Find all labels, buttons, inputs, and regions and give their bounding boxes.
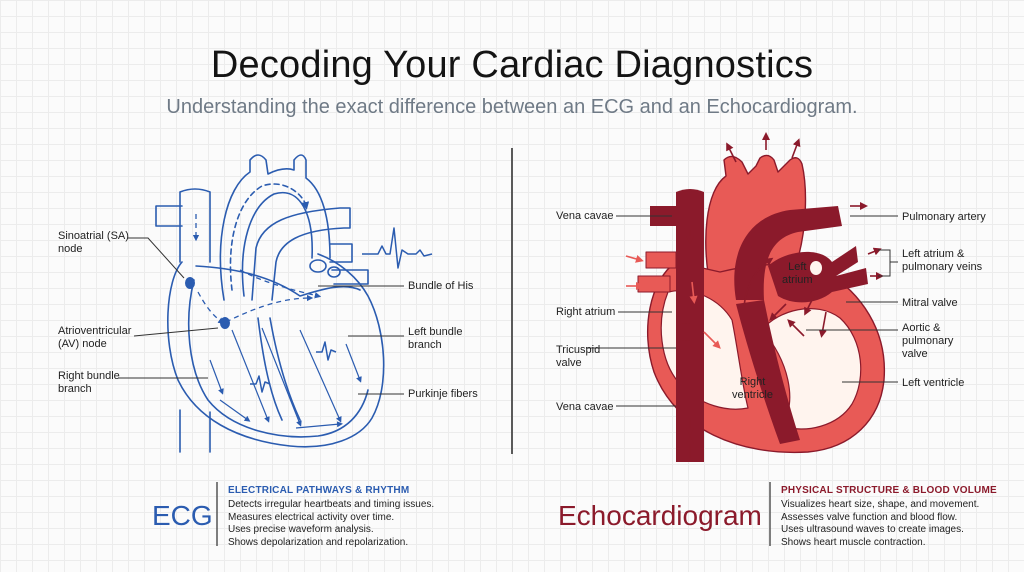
echo-footer-heading: PHYSICAL STRUCTURE & BLOOD VOLUME (781, 485, 997, 496)
center-divider (511, 148, 513, 454)
ecg-footer-points: Detects irregular heartbeats and timing … (228, 499, 434, 549)
ecg-footer-heading: ELECTRICAL PATHWAYS & RHYTHM (228, 485, 410, 496)
label-right-atrium: Right atrium (556, 306, 616, 318)
label-mitral-valve: Mitral valve (902, 297, 958, 309)
ecg-aortic-arch (219, 154, 331, 301)
label-left-atrium-pulmonary-veins: Left atrium &pulmonary veins (902, 248, 983, 273)
list-item: Visualizes heart size, shape, and moveme… (781, 499, 980, 510)
label-bundle-of-his: Bundle of His (408, 280, 474, 292)
ecg-aortic-arch-dashes (229, 183, 310, 291)
ecg-waveforms (250, 227, 433, 393)
label-purkinje-fibers: Purkinje fibers (408, 388, 478, 400)
echo-footer-points: Visualizes heart size, shape, and moveme… (781, 499, 979, 549)
ecg-atria (195, 265, 361, 297)
page-subtitle: Understanding the exact difference betwe… (166, 96, 858, 118)
echo-left-atrium-hole (810, 261, 822, 275)
label-pulmonary-artery: Pulmonary artery (902, 211, 986, 223)
echo-tricuspid-valve (676, 323, 696, 341)
ecg-waveform-outer (362, 227, 433, 269)
ecg-pulm-vein-b (327, 266, 341, 278)
echo-leader-lines (586, 215, 898, 407)
echo-name: Echocardiogram (558, 500, 762, 531)
ecg-pulmonary-artery (251, 207, 351, 301)
echo-aorta (734, 206, 842, 300)
ecg-waveform-inner-a (250, 375, 271, 393)
ecg-vena-cava-inferior (179, 409, 211, 453)
ecg-heart-illustration (155, 154, 385, 453)
ecg-septum (257, 317, 301, 421)
page-title: Decoding Your Cardiac Diagnostics (210, 44, 814, 86)
echo-left-chamber (761, 308, 862, 430)
list-item: Detects irregular heartbeats and timing … (228, 499, 435, 510)
list-item: Measures electrical activity over time. (228, 511, 395, 523)
label-left-ventricle: Left ventricle (902, 377, 965, 389)
list-item: Uses precise waveform analysis. (228, 524, 374, 535)
ecg-heart-outline (167, 253, 385, 448)
ecg-bundle-arrows (209, 327, 362, 429)
av-node-mark (220, 317, 230, 329)
ecg-inner-wall (187, 279, 369, 438)
ecg-right-vessels (329, 243, 369, 285)
ecg-vena-cava-superior (179, 188, 211, 263)
label-vena-cavae-bottom: Vena cavae (556, 401, 614, 413)
sa-node-mark (185, 277, 195, 289)
list-item: Shows depolarization and repolarization. (228, 536, 409, 548)
ecg-conduction-pathways (192, 214, 322, 324)
list-item: Uses ultrasound waves to create images. (781, 524, 964, 535)
echo-septum (736, 300, 800, 444)
ecg-pulm-vein-a (309, 259, 327, 273)
list-item: Assesses valve function and blood flow. (781, 511, 958, 523)
ecg-left-vessel (155, 205, 183, 227)
label-sa-node: Sinoatrial (SA)node (58, 230, 129, 255)
echo-heart-illustration (637, 154, 886, 462)
ecg-waveform-inner-b (316, 341, 337, 361)
list-item: Shows heart muscle contraction. (781, 536, 926, 548)
label-vena-cavae-top: Vena cavae (556, 210, 614, 222)
ecg-name: ECG (152, 500, 213, 531)
label-av-node: Atrioventricular(AV) node (58, 325, 132, 350)
ecg-leader-lines (118, 237, 404, 395)
